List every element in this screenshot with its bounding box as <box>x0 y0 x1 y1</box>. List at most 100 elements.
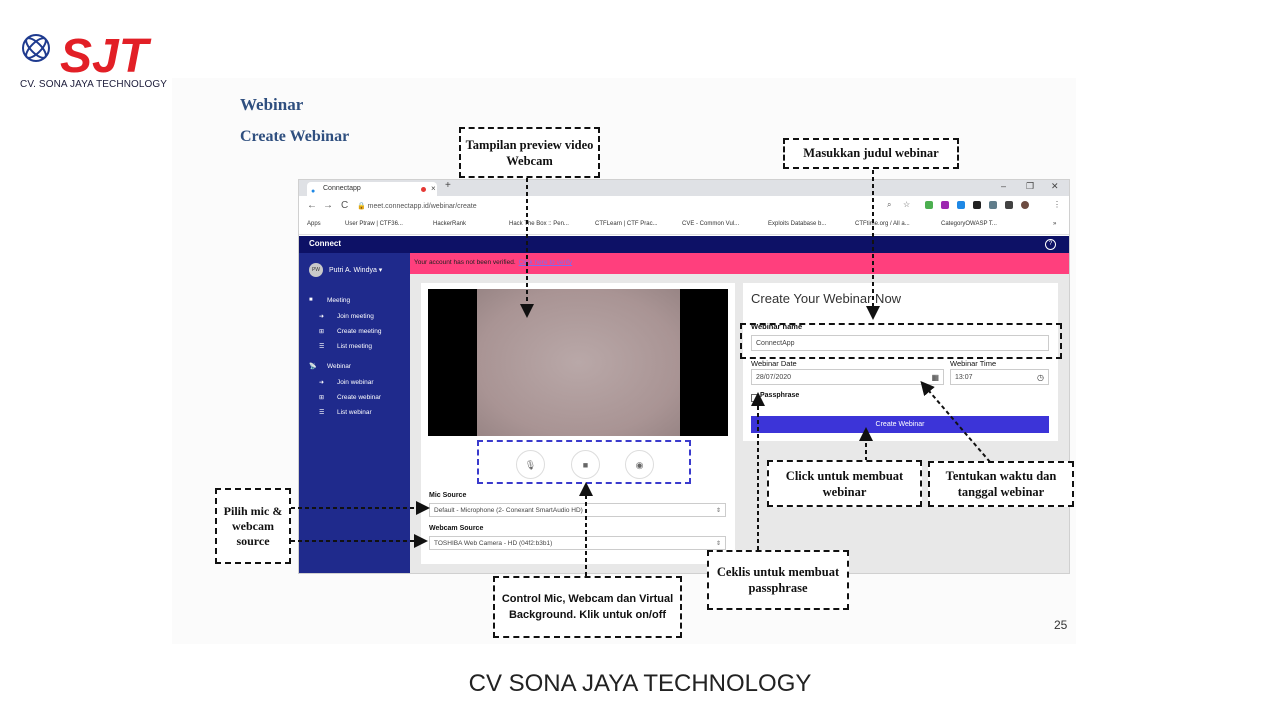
webinar-name-input[interactable]: ConnectApp <box>751 335 1049 351</box>
callout-mic-webcam: Pilih mic & webcam source <box>215 488 291 564</box>
company-logo: SJT <box>18 26 163 92</box>
page-number: 25 <box>1054 618 1068 632</box>
profile-avatar[interactable] <box>1021 201 1029 209</box>
extension-icon[interactable] <box>973 201 981 209</box>
passphrase-label: Passphrase <box>760 392 800 399</box>
calendar-icon[interactable]: ▦ <box>931 373 939 382</box>
name-field-highlight <box>740 323 1062 359</box>
create-webinar-button[interactable]: Create Webinar <box>751 416 1049 433</box>
browser-window: ● Connectapp × + – ❐ ✕ ← → C 🔒 meet.conn… <box>298 179 1070 574</box>
media-card: 🎙 ■ ◉ Mic Source Default - Microphone (2… <box>421 283 735 564</box>
kebab-menu-icon[interactable]: ⋮ <box>1053 200 1061 209</box>
list-icon: ☰ <box>319 344 325 350</box>
maximize-button[interactable]: ❐ <box>1026 181 1035 191</box>
callout-preview: Tampilan preview video Webcam <box>459 127 600 178</box>
extension-icon[interactable] <box>941 201 949 209</box>
webcam-toggle-button[interactable]: ■ <box>571 450 600 479</box>
logo-icon: SJT <box>22 30 152 83</box>
url-text: meet.connectapp.id/webinar/create <box>367 203 477 210</box>
search-icon[interactable]: ⌕ <box>887 200 892 209</box>
bookmarks-overflow-icon[interactable]: » <box>1053 221 1057 227</box>
mic-source-label: Mic Source <box>429 492 467 499</box>
eye-icon: ◉ <box>635 460 644 470</box>
bookmark-item[interactable]: HackerRank <box>433 221 467 227</box>
clock-icon[interactable]: ◷ <box>1037 373 1044 382</box>
bookmark-item[interactable]: CategoryOWASP T... <box>941 221 997 227</box>
callout-passphrase: Ceklis untuk membuat passphrase <box>707 550 849 610</box>
bookmark-apps[interactable]: Apps <box>307 221 321 227</box>
webinar-form-card: Create Your Webinar Now Webinar name Con… <box>743 283 1058 441</box>
tab-title: Connectapp <box>323 185 361 192</box>
bookmark-item[interactable]: CTFtime.org / All a... <box>855 221 910 227</box>
bookmark-item[interactable]: CTFLearn | CTF Prac... <box>595 221 658 227</box>
webinar-date-input[interactable]: 28/07/2020 ▦ <box>751 369 944 385</box>
new-tab-button[interactable]: + <box>445 180 451 191</box>
mic-toggle-button[interactable]: 🎙 <box>516 450 545 479</box>
plus-box-icon: ⊞ <box>319 329 325 335</box>
select-arrow-icon: ⇕ <box>715 508 721 514</box>
user-menu[interactable]: Putri A. Windya ▾ <box>329 267 383 274</box>
bookmark-item[interactable]: Hack The Box :: Pen... <box>509 221 569 227</box>
webcam-preview <box>428 289 728 436</box>
webinar-name-label: Webinar name <box>751 322 803 331</box>
address-bar-row: ← → C 🔒 meet.connectapp.id/webinar/creat… <box>299 196 1069 218</box>
sidebar-item-meeting[interactable]: Meeting <box>327 297 351 304</box>
puzzle-icon[interactable] <box>1005 201 1013 209</box>
url-input[interactable]: 🔒 meet.connectapp.id/webinar/create <box>357 200 857 214</box>
select-arrow-icon: ⇕ <box>715 541 721 547</box>
main-content: Your account has not been verified.Click… <box>410 253 1069 573</box>
webcam-feed <box>477 289 680 436</box>
close-window-button[interactable]: ✕ <box>1051 181 1059 191</box>
verify-link[interactable]: Click here to verify <box>518 259 573 266</box>
bookmark-item[interactable]: CVE - Common Vul... <box>682 221 740 227</box>
reload-button[interactable]: C <box>341 200 349 211</box>
callout-click-create: Click untuk membuat webinar <box>767 460 922 507</box>
avatar: PW <box>309 263 323 277</box>
logo-mark: SJT <box>60 30 152 78</box>
bookmark-item[interactable]: User Ptraw | CTF36... <box>345 221 403 227</box>
extension-icon[interactable] <box>957 201 965 209</box>
tab-close-icon[interactable]: × <box>431 184 436 193</box>
sidebar-item-list-webinar[interactable]: List webinar <box>337 409 372 416</box>
plus-box-icon: ⊞ <box>319 395 325 401</box>
list-icon: ☰ <box>319 410 325 416</box>
webinar-time-input[interactable]: 13:07 ◷ <box>950 369 1049 385</box>
sidebar-item-join-meeting[interactable]: Join meeting <box>337 313 374 320</box>
extension-icon[interactable] <box>925 201 933 209</box>
video-camera-icon: ■ <box>582 460 589 470</box>
browser-tab[interactable]: ● Connectapp × <box>307 182 437 196</box>
form-title: Create Your Webinar Now <box>751 291 902 306</box>
login-icon: ➜ <box>319 380 325 386</box>
verification-alert: Your account has not been verified.Click… <box>410 253 1069 274</box>
sidebar-item-webinar[interactable]: Webinar <box>327 363 352 370</box>
mic-source-value: Default - Microphone (2- Conexant SmartA… <box>434 507 583 514</box>
callout-controls: Control Mic, Webcam dan Virtual Backgrou… <box>493 576 682 638</box>
video-camera-icon: ■ <box>309 297 313 303</box>
sidebar-item-create-meeting[interactable]: Create meeting <box>337 328 382 335</box>
bookmark-item[interactable]: Exploits Database b... <box>768 221 827 227</box>
webcam-source-value: TOSHIBA Web Camera - HD (04f2:b3b1) <box>434 540 553 547</box>
tab-bar: ● Connectapp × + – ❐ ✕ <box>299 180 1069 196</box>
recording-icon <box>421 187 426 192</box>
webinar-date-label: Webinar Date <box>751 359 797 368</box>
help-icon[interactable]: ? <box>1045 239 1056 250</box>
forward-button[interactable]: → <box>323 200 333 211</box>
back-button[interactable]: ← <box>307 200 317 211</box>
sidebar-item-create-webinar[interactable]: Create webinar <box>337 394 382 401</box>
company-name: CV. SONA JAYA TECHNOLOGY <box>20 79 168 90</box>
broadcast-icon: 📡 <box>309 364 317 370</box>
minimize-button[interactable]: – <box>1001 181 1007 191</box>
webcam-source-select[interactable]: TOSHIBA Web Camera - HD (04f2:b3b1) ⇕ <box>429 536 726 550</box>
lock-icon: 🔒 <box>357 203 368 210</box>
section-heading: Webinar <box>240 95 304 114</box>
sidebar-item-list-meeting[interactable]: List meeting <box>337 343 373 350</box>
extension-icon[interactable] <box>989 201 997 209</box>
microphone-icon: 🎙 <box>524 460 537 470</box>
webcam-source-label: Webcam Source <box>429 525 484 532</box>
sidebar-item-join-webinar[interactable]: Join webinar <box>337 379 374 386</box>
bookmark-star-icon[interactable]: ☆ <box>903 200 911 209</box>
tab-favicon-icon: ● <box>311 188 316 195</box>
virtual-background-button[interactable]: ◉ <box>625 450 654 479</box>
login-icon: ➜ <box>319 314 325 320</box>
